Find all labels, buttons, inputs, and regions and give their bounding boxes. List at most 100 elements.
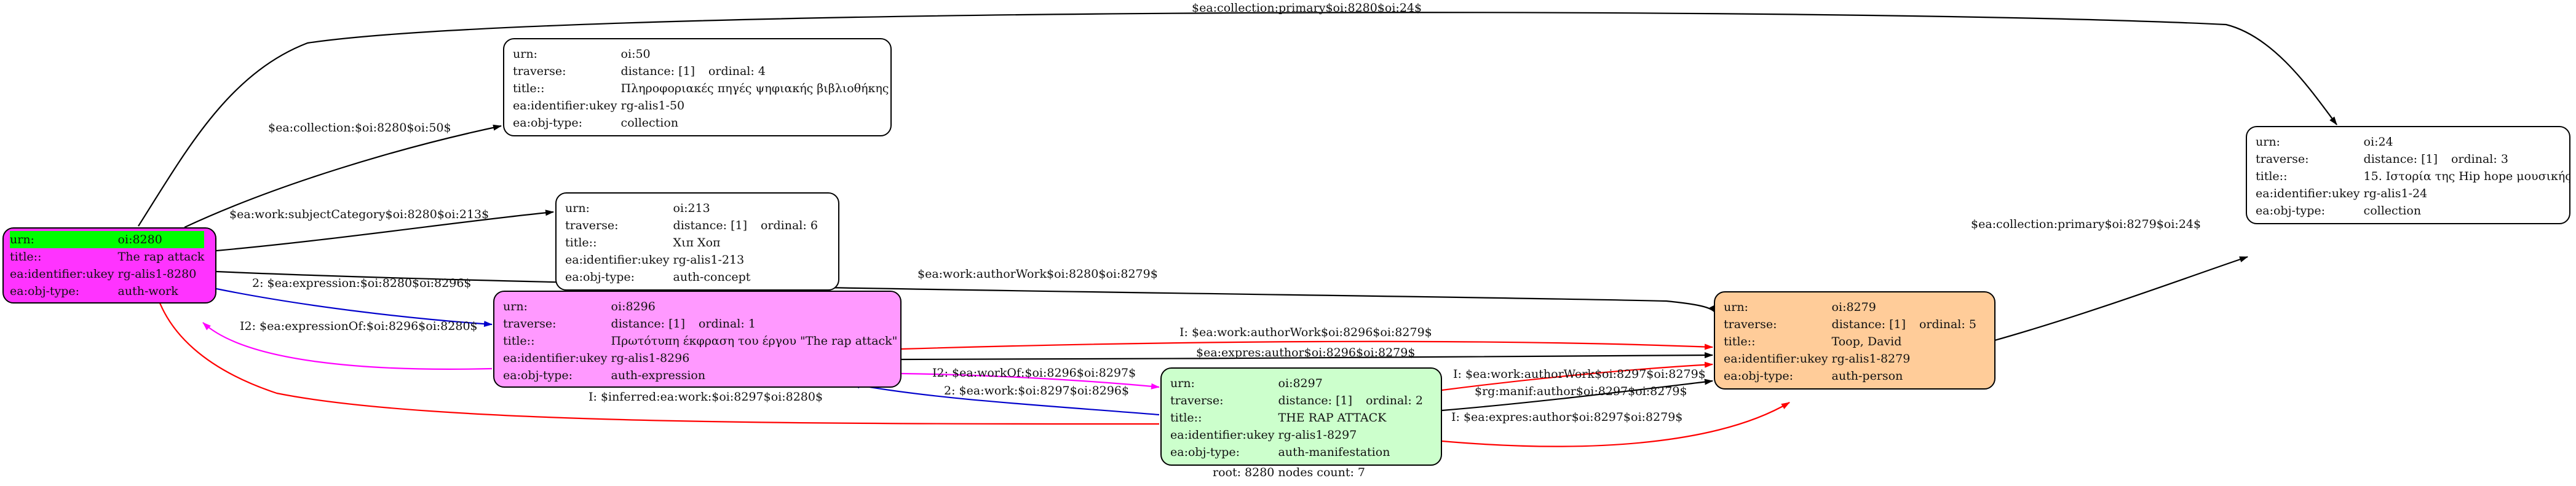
value-traverse: distance: [1]ordinal: 3	[2363, 151, 2569, 168]
edge-label-manif: $rg:manif:author$oi:8297$oi:8279$	[1475, 385, 1687, 398]
value-distance: distance: [1]	[611, 317, 685, 331]
value-objtype: collection	[2363, 204, 2422, 218]
value-ukey: rg-alis1-50	[620, 99, 685, 112]
value-urn: oi:213	[673, 202, 710, 215]
edge-label-coll50: $ea:collection:$oi:8280$oi:50$	[268, 121, 451, 135]
value-ordinal: ordinal: 2	[1365, 394, 1423, 407]
edge-label-author8296: I: $ea:work:authorWork$oi:8296$oi:8279$	[1179, 326, 1432, 339]
value-ukey: rg-alis1-213	[673, 253, 745, 267]
value-ukey: rg-alis1-8279	[1831, 352, 1911, 366]
value-objtype: auth-work	[117, 284, 178, 298]
edge-8280-8296	[216, 288, 493, 327]
value-title: 15. Ιστορία της Hip hope μουσικής	[2363, 170, 2570, 183]
value-title: Πρωτότυπη έκφραση του έργου "The rap att…	[611, 334, 898, 348]
value-urn: oi:24	[2363, 135, 2393, 149]
label-objtype: ea:obj-type:	[10, 284, 80, 298]
edge-label-exprauthor8296: $ea:expres:author$oi:8296$oi:8279$	[1196, 346, 1416, 359]
value-urn: oi:50	[620, 47, 651, 61]
label-ukey: ea:identifier:ukey	[2256, 187, 2360, 200]
edge-8279-24	[1992, 256, 2248, 342]
label-traverse: traverse:	[1170, 394, 1224, 407]
label-ukey: ea:identifier:ukey	[1724, 352, 1828, 366]
value-traverse: distance: [1]ordinal: 6	[673, 217, 818, 234]
edge-8297-8279-c	[1441, 402, 1790, 447]
label-title: title::	[1724, 335, 1756, 348]
value-ukey: rg-alis1-8296	[611, 351, 690, 365]
label-title: title::	[10, 250, 42, 264]
edge-8296-8297	[901, 372, 1160, 390]
edge-label-expr: 2: $ea:expression:$oi:8280$oi:8296$	[252, 276, 472, 290]
label-title: title::	[1170, 411, 1202, 425]
label-title: title::	[513, 82, 545, 95]
label-traverse: traverse:	[1724, 318, 1777, 331]
node-8280[interactable]: urn:oi:8280 title::The rap attack ea:ide…	[2, 227, 216, 304]
edge-label-inferred: I: $inferred:ea:work:$oi:8297$oi:8280$	[589, 390, 823, 404]
value-distance: distance: [1]	[673, 219, 747, 232]
value-traverse: distance: [1] ordinal: 5	[1832, 316, 1976, 333]
label-title: title::	[565, 236, 597, 249]
label-objtype: ea:obj-type:	[503, 369, 573, 382]
value-urn: oi:8279	[1831, 300, 1876, 314]
edge-8297-8279	[1441, 361, 1713, 391]
node-24[interactable]: urn: oi:24 traverse: distance: [1]ordinal:…	[2246, 126, 2570, 224]
edge-8280-50	[184, 124, 502, 228]
value-objtype: auth-person	[1831, 369, 1903, 383]
edge-8297-8279-b	[1441, 378, 1713, 412]
label-objtype: ea:obj-type:	[565, 270, 635, 284]
value-ukey: rg-alis1-8297	[1278, 428, 1357, 442]
edge-label-author8280: $ea:work:authorWork$oi:8280$oi:8279$	[917, 267, 1158, 281]
label-ukey: ea:identifier:ukey	[10, 267, 114, 281]
label-urn: urn:	[503, 300, 528, 313]
node-8297[interactable]: urn: oi:8297 traverse: distance: [1] ordina…	[1160, 367, 1442, 466]
value-ordinal: ordinal: 1	[698, 317, 756, 331]
edge-8280-8279	[216, 270, 1716, 314]
label-urn: urn:	[1724, 300, 1748, 314]
edge-8296-8279	[901, 340, 1713, 350]
node-213[interactable]: urn: oi:213 traverse: distance: [1]ordinal…	[555, 192, 839, 291]
value-distance: distance: [1]	[620, 65, 695, 78]
value-ordinal: ordinal: 5	[1919, 318, 1976, 331]
label-traverse: traverse:	[565, 219, 619, 232]
value-objtype: collection	[620, 116, 679, 130]
node-8296[interactable]: urn:oi:8296 traverse:distance: [1]ordina…	[493, 291, 902, 388]
value-traverse: distance: [1] ordinal: 4	[621, 63, 889, 80]
value-title: The rap attack	[117, 250, 205, 264]
edge-label-coll8279: $ea:collection:primary$oi:8279$oi:24$	[1971, 218, 2201, 231]
value-distance: distance: [1]	[2363, 152, 2438, 166]
value-ordinal: ordinal: 4	[708, 65, 766, 78]
edge-8280-24	[138, 12, 2337, 227]
value-traverse: distance: [1] ordinal: 1	[611, 315, 898, 332]
node-50[interactable]: urn:oi:50 traverse:distance: [1]ordinal:…	[503, 38, 892, 136]
value-urn: oi:8280	[117, 231, 205, 248]
edge-label-work8297: 2: $ea:work:$oi:8297$oi:8296$	[944, 384, 1130, 398]
value-distance: distance: [1]	[1278, 394, 1352, 407]
label-urn: urn:	[2256, 135, 2280, 149]
label-ukey: ea:identifier:ukey	[1170, 428, 1275, 442]
edge-label-author8297: I: $ea:work:authorWork$oi:8297$oi:8279$	[1453, 367, 1706, 381]
label-urn: urn:	[1170, 377, 1195, 390]
label-ukey: ea:identifier:ukey	[565, 253, 670, 267]
label-objtype: ea:obj-type:	[513, 116, 583, 130]
edge-label-exprauthor8297: I: $ea:expres:author$oi:8297$oi:8279$	[1451, 410, 1683, 424]
value-objtype: auth-manifestation	[1278, 445, 1390, 459]
label-traverse: traverse:	[2256, 152, 2309, 166]
label-objtype: ea:obj-type:	[1724, 369, 1794, 383]
value-ukey: rg-alis1-8280	[117, 267, 197, 281]
value-urn: oi:8296	[611, 300, 656, 313]
value-title: Χιπ Χοπ	[673, 236, 721, 249]
edge-label-exprof: I2: $ea:expressionOf:$oi:8296$oi:8280$	[240, 319, 478, 333]
value-objtype: auth-expression	[611, 369, 706, 382]
label-urn: urn:	[10, 231, 118, 248]
edge-8296-8280	[202, 322, 493, 370]
label-urn: urn:	[565, 202, 590, 215]
node-8279[interactable]: urn: oi:8279 traverse: distance: [1] ordina…	[1714, 291, 1995, 390]
edge-8296-8279-b	[901, 352, 1713, 361]
edge-label-coll24: $ea:collection:primary$oi:8280$oi:24$	[1192, 1, 1422, 15]
label-urn: urn:	[513, 47, 537, 61]
value-objtype: auth-concept	[673, 270, 751, 284]
value-urn: oi:8297	[1278, 377, 1323, 390]
label-ukey: ea:identifier:ukey	[513, 99, 617, 112]
edge-label-workof: I2: $ea:workOf:$oi:8296$oi:8297$	[932, 366, 1136, 380]
value-distance: distance: [1]	[1831, 318, 1906, 331]
